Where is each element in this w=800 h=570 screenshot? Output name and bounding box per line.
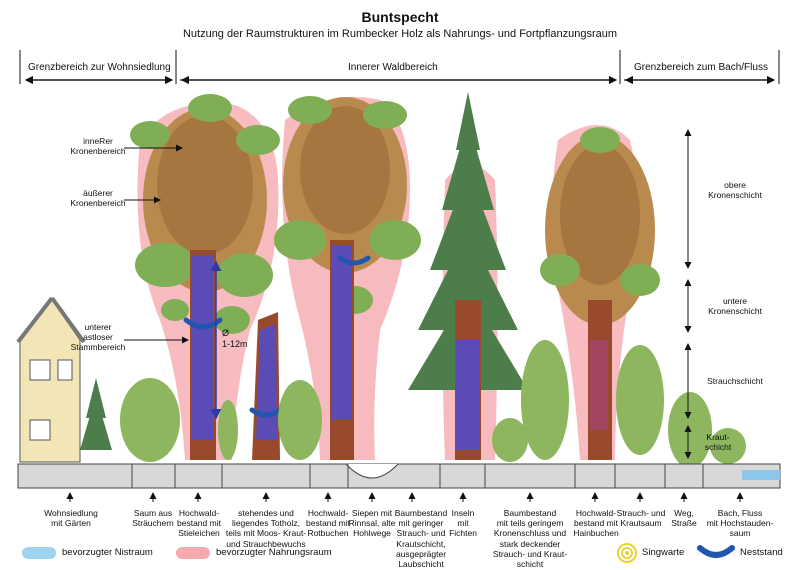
crown-pointer-arrows (124, 144, 189, 344)
legend-swatch-nest-space (22, 547, 56, 559)
tree-trunks (190, 240, 612, 460)
page-subtitle: Nutzung der Raumstrukturen im Rumbecker … (182, 28, 618, 40)
zone-arrows (19, 50, 780, 85)
legend-swatch-food-space (176, 547, 210, 559)
ground-label-road: Weg,Straße (671, 508, 697, 529)
tree-crowns (130, 94, 660, 334)
legend-food-space: bevorzugter Nahrungsraum (216, 547, 332, 558)
legend-nest-site: Neststand (740, 547, 783, 558)
legend-symbols (617, 543, 735, 563)
legend-song-post: Singwarte (642, 547, 685, 558)
small-conifer (80, 378, 112, 450)
zone-label-left: Grenzbereich zur Wohnsiedlung (28, 62, 171, 73)
ground-strip (17, 463, 781, 489)
house (16, 296, 86, 463)
nest-site-marks (183, 255, 371, 418)
layer-herb: Kraut-schicht (704, 432, 732, 453)
legend-nest-space: bevorzugter Nistraum (62, 547, 153, 558)
shrubs (120, 340, 746, 468)
layer-shrub: Strauchschicht (707, 376, 763, 386)
ground-label-arrows (66, 492, 744, 502)
zone-label-right: Grenzbereich zum Bach/Fluss (634, 62, 768, 73)
zone-label-center: Innerer Waldbereich (348, 62, 438, 73)
page-title: Buntspecht (361, 9, 439, 25)
